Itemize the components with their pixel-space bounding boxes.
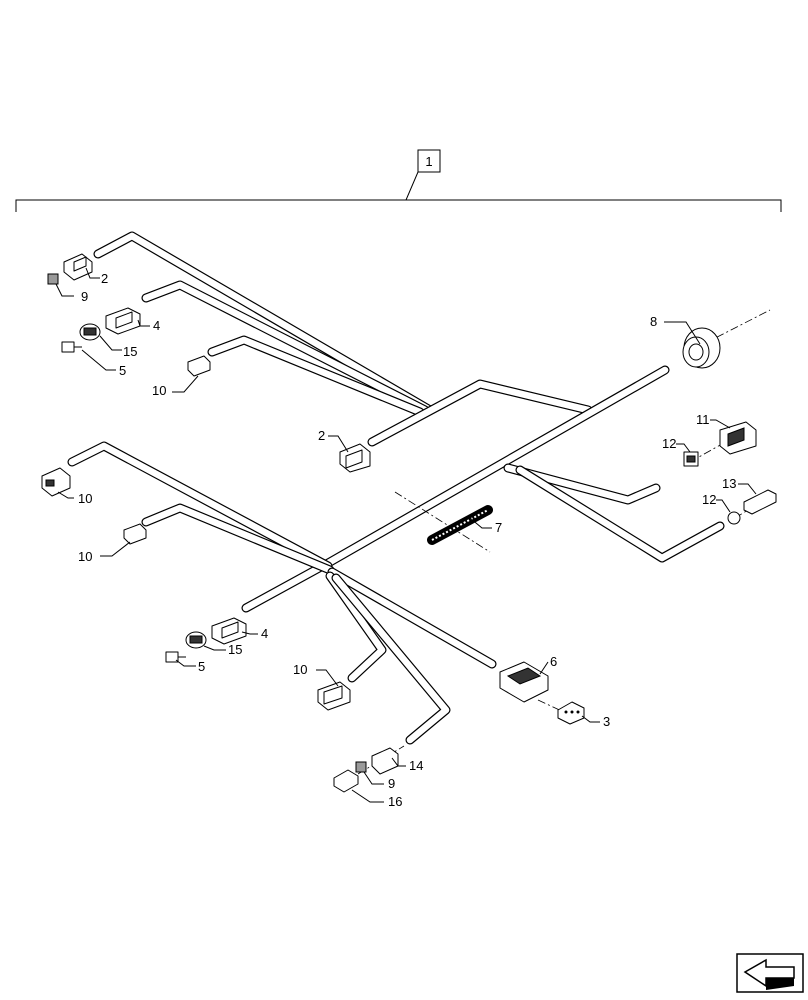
connector-2-top bbox=[63, 253, 93, 281]
harness-wires bbox=[67, 231, 725, 745]
wire-branch-top-connector-2 bbox=[93, 231, 435, 415]
callout-10-left-upper: 10 bbox=[78, 491, 92, 506]
callout-6: 6 bbox=[550, 654, 557, 669]
callout-4-bottom: 4 bbox=[261, 626, 268, 641]
seal-12-top bbox=[683, 451, 699, 467]
grommet-part bbox=[682, 327, 721, 369]
assembly-bracket: 1 bbox=[15, 149, 782, 212]
seal-15-bottom bbox=[185, 631, 207, 649]
wire-branch-lower-left bbox=[67, 441, 333, 571]
callout-16: 16 bbox=[388, 794, 402, 809]
lock-5-top bbox=[61, 341, 82, 353]
callout-9-top: 9 bbox=[81, 289, 88, 304]
wire-branch-connector-10-lower bbox=[141, 503, 335, 575]
connector-10-bottom bbox=[317, 681, 351, 711]
callout-labels: 2 9 4 15 5 10 8 2 11 12 13 12 10 7 10 4 … bbox=[78, 271, 736, 809]
callout-5-bottom: 5 bbox=[198, 659, 205, 674]
seal-9-top bbox=[47, 273, 59, 285]
seal-12-bottom bbox=[727, 511, 741, 525]
leader-lines bbox=[55, 267, 757, 803]
wire-branch-connector-10-top bbox=[207, 335, 425, 417]
assembly-item-number: 1 bbox=[425, 154, 432, 169]
callout-10-bottom: 10 bbox=[293, 662, 307, 677]
connector-6 bbox=[499, 661, 549, 703]
callout-10-left-lower: 10 bbox=[78, 549, 92, 564]
seal-15-top bbox=[79, 323, 101, 341]
wire-branch-connector-14 bbox=[331, 573, 451, 745]
callout-3: 3 bbox=[603, 714, 610, 729]
connector-4-top bbox=[105, 307, 141, 335]
connector-4-bottom bbox=[211, 617, 247, 645]
wire-branch-right-upper bbox=[503, 463, 661, 505]
wire-branch-right-lower bbox=[515, 465, 725, 563]
callout-13: 13 bbox=[722, 476, 736, 491]
wire-branch-connector-10-bottom bbox=[325, 571, 387, 683]
previous-page-arrow-icon[interactable] bbox=[736, 953, 804, 993]
convoluted-tube-7 bbox=[427, 505, 493, 545]
callout-11: 11 bbox=[696, 412, 710, 427]
center-lines bbox=[357, 309, 771, 775]
wire-branch-connector-2-middle bbox=[367, 379, 593, 447]
connector-2-middle bbox=[339, 443, 371, 473]
connector-10-left-lower bbox=[123, 523, 147, 545]
connector-11 bbox=[719, 421, 757, 455]
callout-15-bottom: 15 bbox=[228, 642, 242, 657]
callout-8: 8 bbox=[650, 314, 657, 329]
callout-10-top: 10 bbox=[152, 383, 166, 398]
wire-branch-connector-6 bbox=[327, 567, 497, 669]
callout-15-top: 15 bbox=[123, 344, 137, 359]
seal-9-bottom bbox=[355, 761, 367, 773]
callout-7: 7 bbox=[495, 520, 502, 535]
part-16 bbox=[333, 769, 359, 793]
connector-10-left-upper bbox=[41, 467, 71, 497]
lock-5-bottom bbox=[165, 651, 186, 663]
callout-5-top: 5 bbox=[119, 363, 126, 378]
wire-branch-connector-4 bbox=[141, 280, 430, 415]
callout-4-top: 4 bbox=[153, 318, 160, 333]
callout-14: 14 bbox=[409, 758, 423, 773]
plug-3 bbox=[557, 701, 585, 725]
callout-9-bottom: 9 bbox=[388, 776, 395, 791]
callout-2-middle: 2 bbox=[318, 428, 325, 443]
part-13 bbox=[743, 489, 777, 515]
callout-12-top: 12 bbox=[662, 436, 676, 451]
callout-12-bottom: 12 bbox=[702, 492, 716, 507]
connector-10-top bbox=[187, 355, 211, 377]
callout-2-top: 2 bbox=[101, 271, 108, 286]
